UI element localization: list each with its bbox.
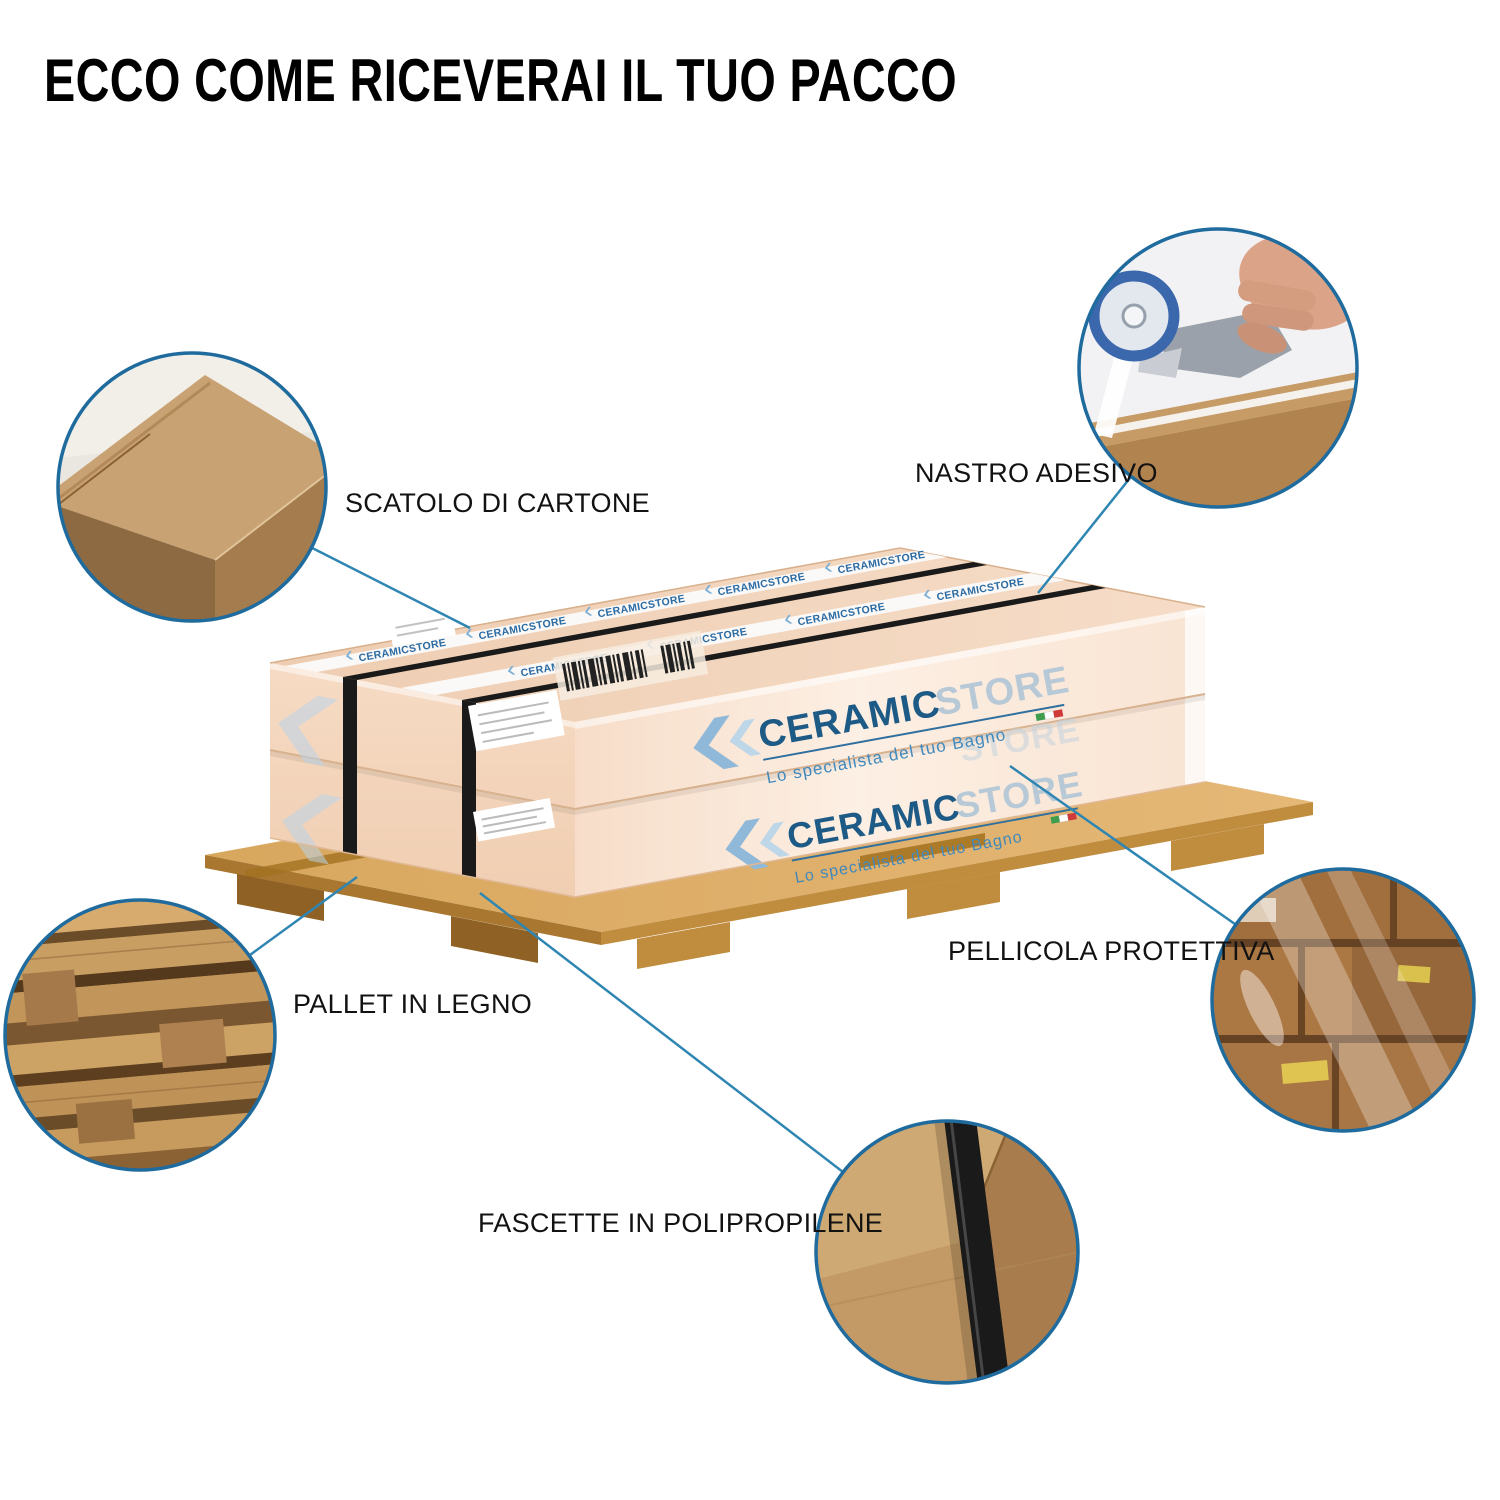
pallet-foot-block	[907, 872, 1000, 919]
label-scatolo-di-cartone: SCATOLO DI CARTONE	[345, 488, 650, 518]
callout-ring-pellicola	[1210, 867, 1476, 1133]
shipping-label-upper	[468, 689, 565, 752]
callout-ring-scatolo	[56, 351, 328, 623]
callout-ring-pallet	[3, 898, 277, 1172]
label-pallet-in-legno: PALLET IN LEGNO	[293, 989, 533, 1019]
shipping-label-small	[388, 608, 456, 647]
italian-flag-icon	[1035, 709, 1064, 722]
callout-ring-nastro	[1077, 227, 1359, 509]
strapped-box-photo	[817, 1122, 1077, 1382]
pallet-foot-block	[1171, 824, 1264, 871]
shipping-label-lower	[473, 797, 556, 842]
barcode-label	[552, 630, 709, 701]
shrink-wrapped-boxes-photo	[1213, 870, 1473, 1130]
pallet-board-gap	[860, 833, 985, 868]
pallet-foot-block	[237, 874, 324, 921]
tape-dispenser-photo	[1080, 230, 1356, 506]
page-title: ECCO COME RICEVERAI IL TUO PACCO	[44, 47, 958, 114]
pallet-foot-block	[451, 916, 538, 963]
label-pellicola-protettiva: PELLICOLA PROTETTIVA	[948, 936, 1275, 966]
label-nastro-adesivo: NASTRO ADESIVO	[915, 458, 1158, 488]
cardboard-box-corner-photo	[59, 354, 325, 620]
label-fascette-in-polipropilene: FASCETTE IN POLIPROPILENE	[478, 1208, 884, 1238]
pallet-foot-block	[637, 922, 730, 969]
callout-ring-fascette	[814, 1119, 1080, 1385]
wooden-pallet-photo	[6, 901, 274, 1169]
italian-flag-icon	[1050, 812, 1077, 824]
